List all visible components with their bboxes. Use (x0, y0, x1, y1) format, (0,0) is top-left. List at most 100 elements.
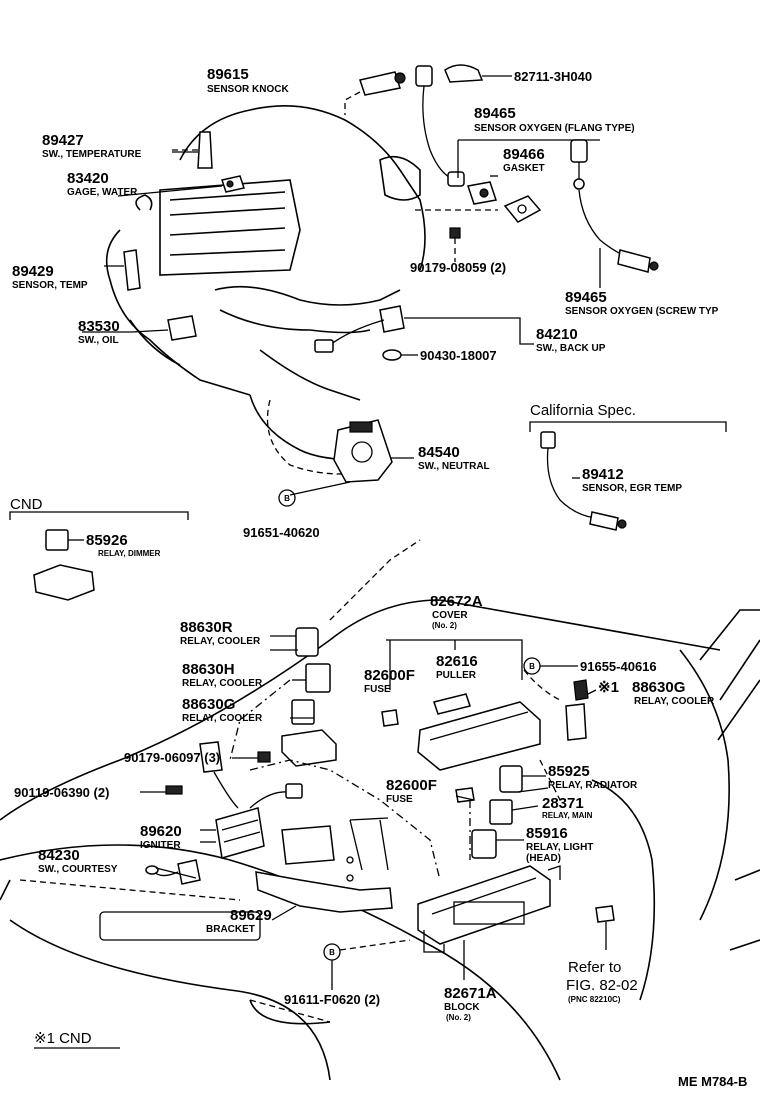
cover-82672a-part (386, 639, 541, 771)
label-88630H: 88630H RELAY, COOLER (182, 661, 263, 689)
neutral-switch-part (289, 419, 414, 496)
label-84210: 84210 SW., BACK UP (536, 326, 606, 354)
temp-sensor-part (104, 249, 141, 291)
relay-light-part (471, 829, 524, 859)
refer-line2: FIG. 82-02 (566, 977, 638, 994)
label-85926-num: 85926 (86, 532, 128, 549)
label-88630g-right-desc: RELAY, COOLER (634, 696, 715, 707)
label-90179-06097: 90179-06097 (3) (124, 750, 220, 765)
label-89620-desc: IGNITER (140, 840, 181, 851)
label-82600F-b: 82600F FUSE (386, 777, 437, 805)
label-84210-num: 84210 (536, 326, 578, 343)
label-28371: 28371 RELAY, MAIN (542, 795, 593, 820)
label-85925-desc: RELAY, RADIATOR (548, 780, 638, 791)
b-marker-2-text: B (529, 662, 535, 671)
b-marker-3-text: B (329, 948, 335, 957)
refer-part (595, 905, 615, 950)
label-82600fa-num: 82600F (364, 667, 415, 684)
label-82671A: 82671A BLOCK (No. 2) (444, 985, 497, 1022)
label-85926: 85926 RELAY, DIMMER (86, 532, 161, 558)
label-88630r-desc: RELAY, COOLER (180, 636, 261, 647)
oil-switch-part (131, 315, 197, 341)
label-89427: 89427 SW., TEMPERATURE (42, 132, 142, 160)
label-89620: 89620 IGNITER (140, 823, 182, 851)
igniter-part (199, 741, 303, 859)
b-marker-2: B (523, 657, 578, 701)
note-cnd: ※1 CND (34, 1030, 120, 1049)
relay-radiator-part (499, 765, 546, 793)
label-82672a-num: 82672A (430, 593, 483, 610)
label-89615-num: 89615 (207, 66, 249, 83)
label-83420-num: 83420 (67, 170, 109, 187)
label-82672a-sub: (No. 2) (432, 621, 457, 630)
label-89629-desc: BRACKET (206, 924, 255, 935)
label-82600fb-desc: FUSE (386, 794, 413, 805)
label-83420: 83420 GAGE, WATER (67, 170, 138, 198)
oxygen-sensor-flange-part (415, 65, 600, 205)
label-84230: 84230 SW., COURTESY (38, 847, 118, 875)
label-89466-desc: GASKET (503, 163, 545, 174)
connector-82711-part (444, 64, 512, 83)
label-89615-desc: SENSOR KNOCK (207, 84, 289, 95)
label-82600fa-desc: FUSE (364, 684, 391, 695)
relay-88630h-part (292, 663, 331, 693)
label-88630R: 88630R RELAY, COOLER (180, 619, 261, 647)
bracket-part (255, 817, 393, 913)
label-89412-num: 89412 (582, 466, 624, 483)
temperature-switch-part (172, 131, 213, 169)
gasket-part (415, 195, 542, 223)
relay-block-part (281, 729, 337, 767)
label-89466: 89466 GASKET (503, 146, 545, 174)
b-marker-3: B (323, 939, 411, 990)
label-82616: 82616 PULLER (436, 653, 478, 681)
label-89429-num: 89429 (12, 263, 54, 280)
b-marker-1-text: B (284, 494, 290, 503)
label-89465-flange: 89465 SENSOR OXYGEN (FLANG TYPE) (474, 105, 635, 134)
engine-outline (105, 105, 426, 475)
label-85916-sub: (HEAD) (526, 853, 561, 864)
label-91651: 91651-40620 (243, 525, 320, 540)
label-85926-desc: RELAY, DIMMER (98, 549, 161, 558)
figure-code: ME M784-B (678, 1074, 747, 1089)
label-84540: 84540 SW., NEUTRAL (418, 444, 490, 472)
label-83530: 83530 SW., OIL (78, 318, 120, 346)
label-82672a-desc: COVER (432, 610, 468, 621)
label-82600fb-num: 82600F (386, 777, 437, 794)
label-89465b-desc: SENSOR OXYGEN (SCREW TYP (565, 306, 719, 317)
label-85916-desc: RELAY, LIGHT (526, 842, 593, 853)
label-89412-desc: SENSOR, EGR TEMP (582, 483, 682, 494)
relay-88630g-right-part (565, 679, 589, 741)
leader-lines (82, 151, 597, 921)
label-85925-num: 85925 (548, 763, 590, 780)
label-89465-screw: 89465 SENSOR OXYGEN (SCREW TYP (565, 289, 719, 317)
label-90179-08059: 90179-08059 (2) (410, 260, 506, 275)
label-83420-desc: GAGE, WATER (67, 187, 138, 198)
refer-line1: Refer to (568, 959, 621, 976)
california-spec-group (529, 421, 727, 531)
label-85916-num: 85916 (526, 825, 568, 842)
relay-88630r-part (270, 627, 319, 657)
b-marker-1: B (278, 489, 296, 507)
label-88630g-left-desc: RELAY, COOLER (182, 713, 263, 724)
label-88630g-left-num: 88630G (182, 696, 235, 713)
bolt-90119-part (140, 785, 183, 795)
label-89465a-desc: SENSOR OXYGEN (FLANG TYPE) (474, 123, 635, 134)
label-82671a-sub: (No. 2) (446, 1013, 471, 1022)
label-89427-num: 89427 (42, 132, 84, 149)
label-84540-num: 84540 (418, 444, 460, 461)
cnd-dimmer-group (9, 511, 189, 601)
mark-1-text: ※1 (598, 679, 619, 696)
label-82616-num: 82616 (436, 653, 478, 670)
label-89429-desc: SENSOR, TEMP (12, 280, 88, 291)
water-gage-part (117, 175, 245, 197)
label-89429: 89429 SENSOR, TEMP (12, 263, 88, 291)
label-89466-num: 89466 (503, 146, 545, 163)
label-88630h-num: 88630H (182, 661, 235, 678)
label-88630h-desc: RELAY, COOLER (182, 678, 263, 689)
bolt-90179-08059-part (449, 227, 461, 262)
knock-sensor-part (344, 71, 406, 115)
label-84210-desc: SW., BACK UP (536, 343, 606, 354)
label-89465b-num: 89465 (565, 289, 607, 306)
label-90119: 90119-06390 (2) (14, 785, 109, 800)
label-84540-desc: SW., NEUTRAL (418, 461, 490, 472)
